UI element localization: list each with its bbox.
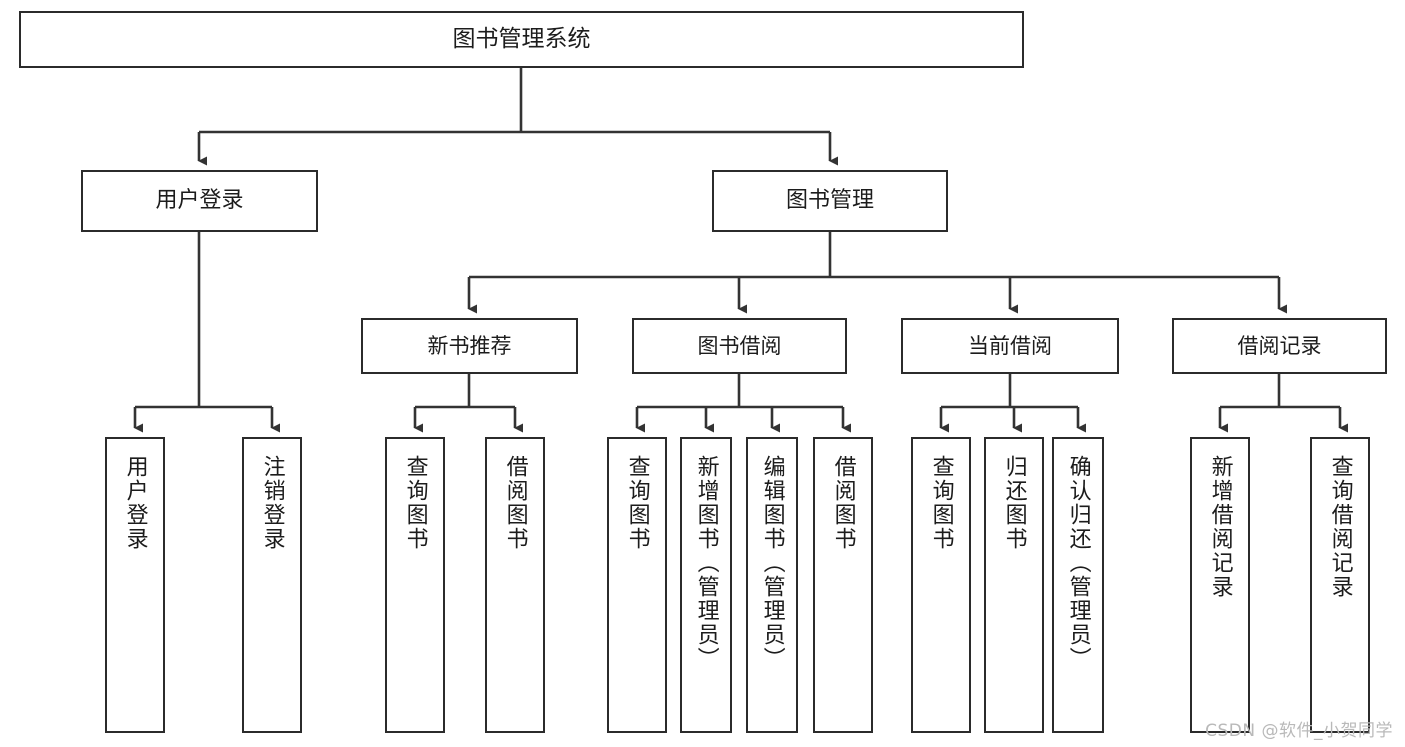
node-leaf-query-book-bor[interactable]: 查询图书 — [607, 437, 667, 733]
node-label: 编辑图书（管理员） — [759, 455, 785, 671]
node-leaf-return-book[interactable]: 归还图书 — [984, 437, 1044, 733]
node-label: 当前借阅 — [968, 333, 1052, 358]
node-book-manage[interactable]: 图书管理 — [712, 170, 948, 232]
node-user-login[interactable]: 用户登录 — [81, 170, 318, 232]
node-leaf-logout[interactable]: 注销登录 — [242, 437, 302, 733]
node-label: 借阅记录 — [1237, 333, 1322, 358]
node-label: 注销登录 — [259, 455, 285, 551]
node-leaf-borrow-book-bor[interactable]: 借阅图书 — [813, 437, 873, 733]
node-leaf-query-book-cur[interactable]: 查询图书 — [911, 437, 971, 733]
node-label: 图书管理系统 — [452, 26, 591, 52]
node-leaf-add-record[interactable]: 新增借阅记录 — [1190, 437, 1250, 733]
node-leaf-edit-book[interactable]: 编辑图书（管理员） — [746, 437, 798, 733]
node-label: 用户登录 — [122, 455, 148, 551]
node-leaf-query-record[interactable]: 查询借阅记录 — [1310, 437, 1370, 733]
node-label: 查询图书 — [624, 455, 650, 551]
node-leaf-borrow-book-rec[interactable]: 借阅图书 — [485, 437, 545, 733]
connector-lines — [133, 68, 1348, 433]
node-leaf-query-book-rec[interactable]: 查询图书 — [385, 437, 445, 733]
node-label: 图书借阅 — [697, 333, 782, 358]
node-label: 查询图书 — [928, 455, 954, 551]
node-label: 借阅图书 — [502, 455, 528, 551]
node-leaf-user-login[interactable]: 用户登录 — [105, 437, 165, 733]
watermark-text: CSDN @软件_小贺同学 — [1205, 721, 1393, 741]
node-root-system[interactable]: 图书管理系统 — [19, 11, 1024, 68]
node-leaf-add-book[interactable]: 新增图书（管理员） — [680, 437, 732, 733]
node-leaf-confirm-return[interactable]: 确认归还（管理员） — [1052, 437, 1104, 733]
node-label: 新增图书（管理员） — [693, 455, 719, 671]
node-label: 新增借阅记录 — [1207, 455, 1233, 599]
node-current-borrow[interactable]: 当前借阅 — [901, 318, 1119, 374]
node-label: 确认归还（管理员） — [1065, 455, 1091, 671]
node-book-borrow[interactable]: 图书借阅 — [632, 318, 847, 374]
node-label: 图书管理 — [785, 188, 874, 213]
node-borrow-record[interactable]: 借阅记录 — [1172, 318, 1387, 374]
node-new-book-recommend[interactable]: 新书推荐 — [361, 318, 578, 374]
node-label: 借阅图书 — [830, 455, 856, 551]
node-label: 用户登录 — [155, 188, 244, 213]
node-label: 归还图书 — [1001, 455, 1027, 551]
node-label: 查询图书 — [402, 455, 428, 551]
node-label: 查询借阅记录 — [1327, 455, 1353, 599]
node-label: 新书推荐 — [427, 333, 512, 358]
